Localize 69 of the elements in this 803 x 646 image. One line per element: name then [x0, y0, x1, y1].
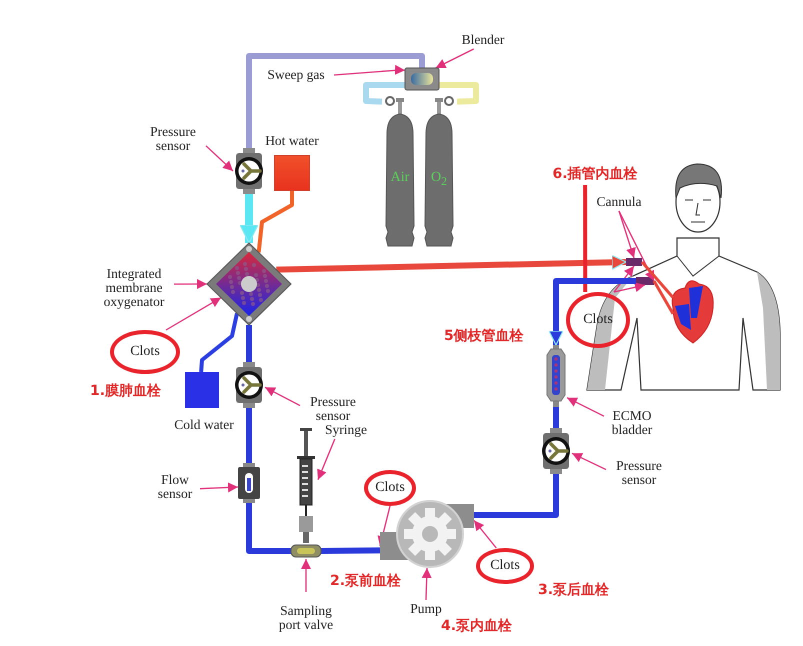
leader-line [422, 568, 432, 600]
component-label: Flow sensor [150, 470, 200, 504]
sweep-gas-tube [246, 53, 425, 148]
venous-tube [548, 278, 636, 346]
gas-blender-drawing [405, 68, 439, 90]
pressure-gauge-drawing [233, 362, 265, 408]
tank-label: Cold water [174, 416, 234, 434]
component-label: Sampling port valve [268, 592, 344, 644]
annotation-label: 6.插管内血栓 [540, 163, 650, 185]
arterial-tube [276, 254, 627, 273]
leader-line [200, 482, 238, 492]
pressure-gauge-drawing [233, 148, 265, 194]
annotation-label: 2.泵前血栓 [330, 572, 402, 590]
tank-label: Hot water [264, 132, 320, 150]
leader-line [618, 210, 636, 258]
pressure-gauge-drawing [540, 428, 572, 474]
syringe-drawing [294, 428, 318, 543]
annotation-label: 4.泵内血栓 [441, 617, 512, 635]
component-label: Cannula [588, 193, 650, 211]
leader-line [435, 48, 474, 69]
component-label: Pressure sensor [140, 122, 206, 156]
gas-flow-arrow [239, 194, 259, 244]
component-label: Pump [404, 600, 448, 618]
valve-drawing [291, 543, 321, 559]
component-label: Pressure sensor [606, 456, 672, 490]
venous-tube [553, 407, 559, 428]
flow-sensor-drawing [238, 463, 260, 503]
leader-line [566, 397, 604, 417]
leader-line [174, 279, 207, 290]
cannula-tube [652, 280, 674, 314]
heart-drawing [673, 278, 715, 343]
venous-tube [246, 503, 291, 554]
clot-callout: Clots [476, 548, 534, 584]
cold-water-tube [199, 312, 239, 372]
component-label: ECMO bladder [604, 406, 660, 440]
venous-tube [320, 547, 380, 554]
leader-line [613, 266, 635, 292]
bladder-drawing [545, 345, 567, 407]
hot-water-tube [256, 190, 294, 253]
oxygenator-drawing [207, 243, 291, 325]
clot-callout: Clots [110, 330, 180, 374]
leader-line [166, 297, 222, 331]
leader-line [614, 282, 646, 293]
component-label: Sweep gas [258, 66, 334, 84]
annotation-label: 3.泵后血栓 [538, 581, 610, 599]
leader-line [264, 386, 300, 406]
leader-line [301, 559, 311, 592]
component-label: Blender [452, 31, 514, 49]
cylinder-label: O$_{2}$ [430, 170, 448, 188]
annotation-label: 5侧枝管血栓 [444, 327, 524, 345]
leader-line [206, 145, 234, 172]
cannula-tube [640, 261, 674, 298]
leader-line [474, 520, 497, 548]
leader-line [618, 210, 655, 282]
callout-line [583, 185, 588, 292]
venous-tube [474, 474, 559, 518]
cylinder-label: Air [390, 170, 410, 186]
venous-tube [246, 325, 252, 362]
cannula-drawing [626, 258, 642, 266]
pump-drawing [380, 500, 474, 568]
air-line [363, 82, 405, 105]
leader-line [334, 64, 406, 76]
leader-line [317, 438, 336, 480]
clot-callout: Clots [566, 292, 630, 348]
leader-line [572, 452, 606, 470]
venous-tube [246, 408, 252, 463]
annotation-label: 1.膜肺血栓 [90, 382, 162, 400]
oxygen-line [439, 82, 479, 105]
component-label: Integrated membrane oxygenator [94, 264, 174, 312]
